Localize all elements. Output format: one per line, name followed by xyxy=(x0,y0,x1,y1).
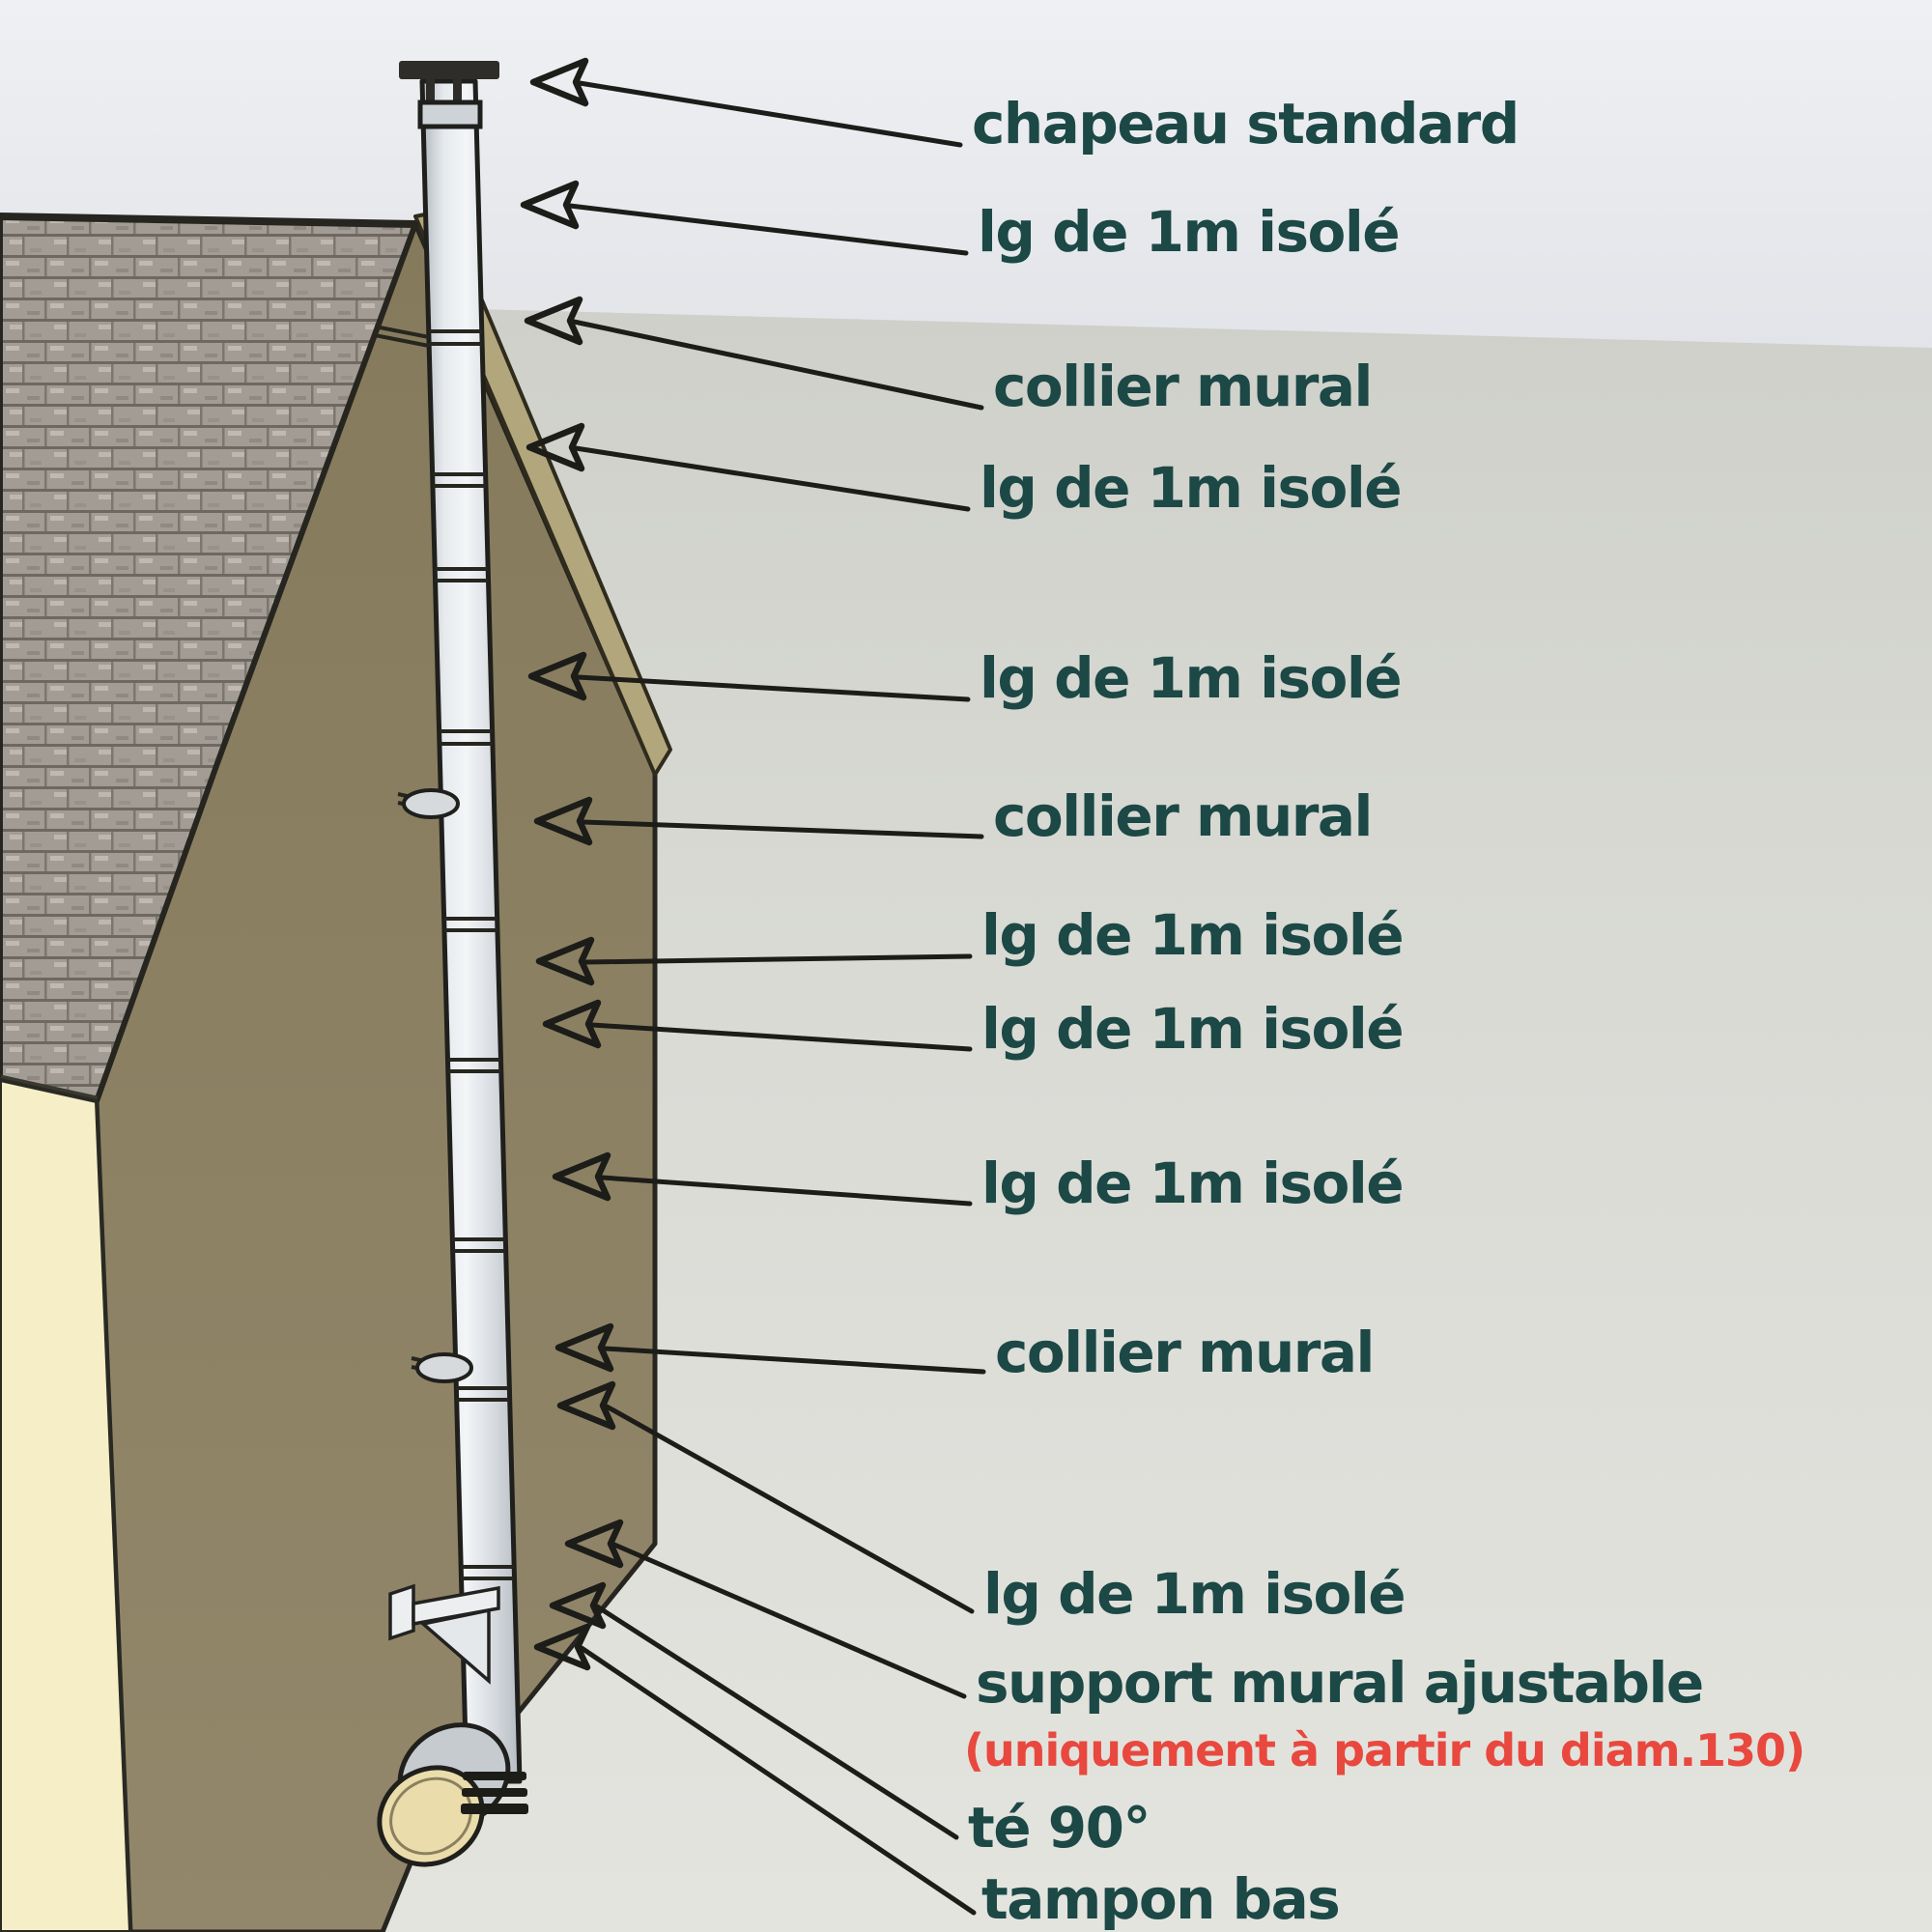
label-lg-de-1m-isole-1: lg de 1m isolé xyxy=(978,199,1401,265)
arrow-lg-4 xyxy=(535,936,595,986)
label-collier-mural-1: collier mural xyxy=(993,354,1373,419)
flue-pipe-group xyxy=(374,61,528,1867)
label-lg-de-1m-isole-2: lg de 1m isolé xyxy=(980,455,1403,521)
label-te-90: té 90° xyxy=(968,1795,1151,1861)
arrow-chapeau-standard xyxy=(529,57,589,107)
pipe-joints xyxy=(429,329,514,1580)
tee-90 xyxy=(377,1722,528,1867)
arrow-tampon-bas xyxy=(533,1623,591,1671)
label-support-mural-note: (uniquement à partir du diam.130) xyxy=(964,1724,1805,1776)
arrow-collier-1 xyxy=(524,296,583,346)
label-lg-de-1m-isole-3: lg de 1m isolé xyxy=(980,645,1403,711)
label-lg-de-1m-isole-6: lg de 1m isolé xyxy=(981,1151,1405,1216)
label-support-mural: support mural ajustable xyxy=(976,1650,1704,1716)
label-tampon-bas: tampon bas xyxy=(981,1866,1341,1932)
arrow-lg-1 xyxy=(520,180,580,230)
leader-arrows xyxy=(520,57,986,1916)
label-collier-mural-3: collier mural xyxy=(995,1320,1375,1385)
arrow-collier-2 xyxy=(533,796,593,846)
arrow-lg-3 xyxy=(527,651,587,701)
chimney-cap xyxy=(399,61,499,129)
arrow-support-mural xyxy=(564,1519,624,1569)
bottom-cap xyxy=(461,1772,528,1814)
arrow-lg-2 xyxy=(526,422,585,472)
wall-collar-1 xyxy=(374,325,430,348)
arrow-lg-5 xyxy=(542,999,602,1049)
arrow-te-90 xyxy=(549,1581,607,1630)
arrow-collier-3 xyxy=(554,1322,614,1373)
front-wall xyxy=(0,1078,132,1932)
ground xyxy=(384,307,1932,1932)
label-lg-de-1m-isole-5: lg de 1m isolé xyxy=(981,996,1405,1062)
label-lg-de-1m-isole-7: lg de 1m isolé xyxy=(983,1561,1406,1627)
adjustable-wall-support xyxy=(388,1583,500,1685)
wall-collar-3 xyxy=(411,1352,473,1383)
wall-collar-2 xyxy=(397,788,460,819)
roof-ridge-line xyxy=(0,213,416,228)
label-chapeau-standard: chapeau standard xyxy=(972,91,1520,156)
arrow-lg-6 xyxy=(552,1151,611,1202)
arrow-lg-7 xyxy=(556,1380,616,1431)
label-collier-mural-2: collier mural xyxy=(993,783,1373,849)
label-lg-de-1m-isole-4: lg de 1m isolé xyxy=(981,902,1405,968)
